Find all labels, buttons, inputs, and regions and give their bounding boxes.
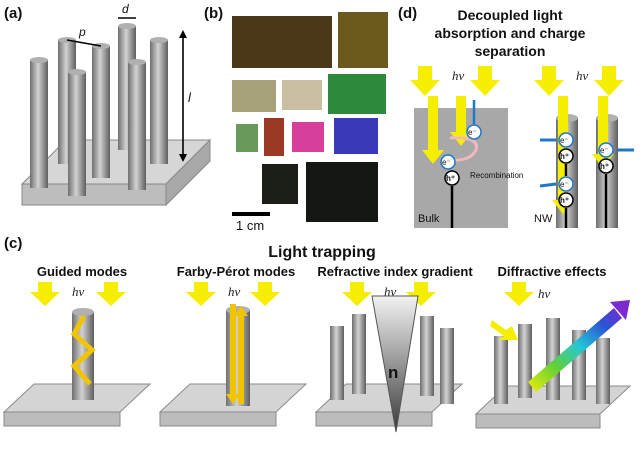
guided-modes: hν [30, 282, 126, 400]
subpanel-title: Guided modes [37, 264, 127, 279]
svg-text:hν: hν [538, 286, 551, 301]
hole-label: h⁺ [446, 174, 455, 183]
svg-text:e⁻: e⁻ [442, 158, 451, 167]
nw-label: NW [534, 213, 553, 225]
sample-piece [282, 80, 322, 110]
subpanel-title: Farby-Pérot modes [177, 264, 295, 279]
panel-b-label: (b) [204, 5, 223, 22]
scale-bar [232, 212, 270, 216]
svg-text:hν: hν [576, 68, 589, 83]
lateral-electron-arrows [540, 140, 634, 186]
subpanel-title: Refractive index gradient [317, 264, 473, 279]
panel-d-title-line-3: separation [475, 43, 546, 59]
sample-piece [334, 118, 378, 154]
electron-label: e⁻ [468, 128, 477, 137]
diameter-label: d [122, 2, 129, 16]
nanowire [92, 43, 110, 178]
sample-piece [236, 124, 258, 152]
panel-d-title-line-2: absorption and charge [435, 25, 586, 41]
sample-piece [292, 122, 324, 152]
panel-d-label: (d) [398, 5, 417, 22]
svg-text:e⁻: e⁻ [560, 136, 569, 145]
svg-text:h⁺: h⁺ [600, 162, 609, 171]
svg-text:e⁻: e⁻ [600, 146, 609, 155]
length-label: l [188, 90, 192, 105]
panel-c-title: Light trapping [268, 244, 376, 261]
subpanel-title: Diffractive effects [497, 264, 606, 279]
panel-a-label: (a) [4, 5, 22, 22]
sample-piece [328, 74, 386, 114]
pitch-label: p [78, 25, 86, 39]
photon-label: hν [452, 68, 465, 83]
svg-text:e⁻: e⁻ [560, 180, 569, 189]
refractive-index-label: n [388, 363, 398, 382]
panel-b: (b) 1 cm [204, 5, 388, 233]
sample-piece [232, 80, 276, 112]
svg-text:hν: hν [228, 284, 241, 299]
nanowire [68, 69, 86, 196]
recombination-label: Recombination [470, 171, 523, 180]
nanowire [128, 59, 146, 190]
svg-text:h⁺: h⁺ [560, 152, 569, 161]
svg-text:hν: hν [72, 284, 85, 299]
nanowire [150, 37, 168, 164]
panel-d: (d) Decoupled light absorption and charg… [398, 5, 634, 228]
bulk-label: Bulk [418, 213, 440, 225]
scale-bar-label: 1 cm [236, 218, 264, 233]
sample-piece [306, 162, 378, 222]
nanowire [30, 57, 48, 188]
panel-a: (a) p d l [4, 2, 210, 205]
sample-piece [262, 164, 298, 204]
panel-c: (c) Light trapping Guided modes Farby-Pé… [4, 235, 630, 432]
sample-piece [264, 118, 284, 156]
svg-text:h⁺: h⁺ [560, 196, 569, 205]
sample-piece [338, 12, 388, 68]
panel-d-title-line-1: Decoupled light [458, 7, 563, 23]
sample-piece [232, 16, 332, 68]
panel-c-label: (c) [4, 235, 22, 252]
